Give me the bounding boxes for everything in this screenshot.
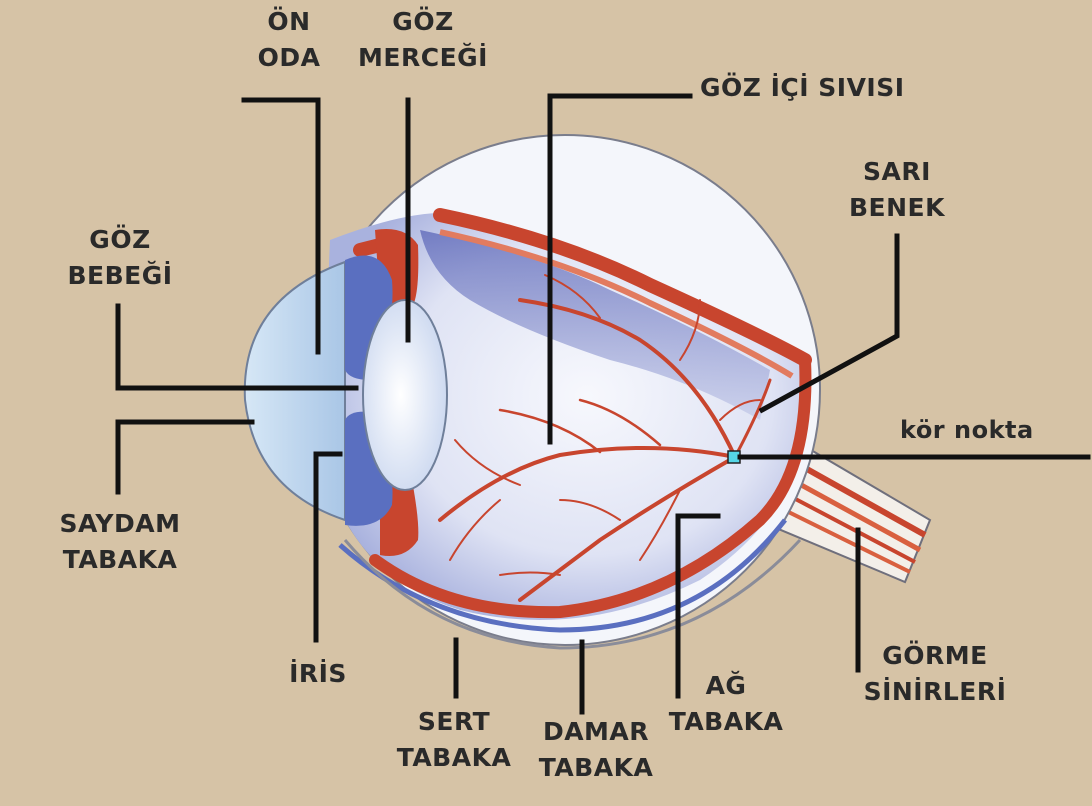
label-kor-nokta: kör nokta xyxy=(900,412,1080,448)
label-iris: İRİS xyxy=(268,656,368,692)
cornea xyxy=(245,262,345,520)
lens xyxy=(363,300,447,490)
label-goz-ici-sivisi: GÖZ İÇİ SIVISI xyxy=(700,70,970,106)
leader-saydam-tabaka xyxy=(118,422,252,492)
